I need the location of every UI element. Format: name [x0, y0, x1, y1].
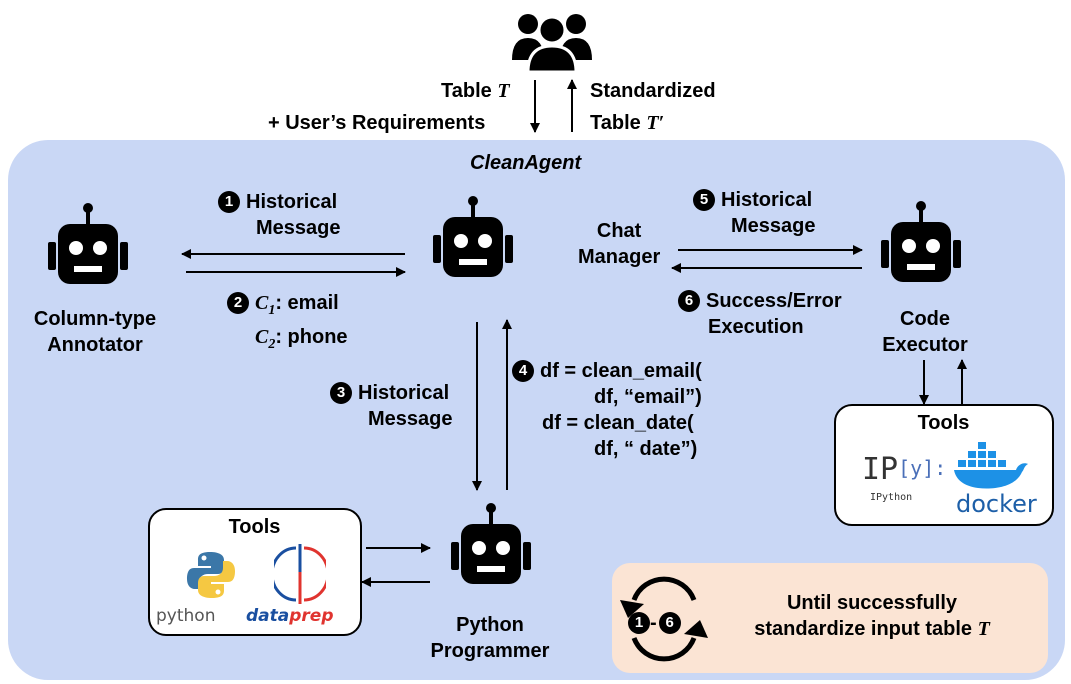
dataprep-wordmark: dataprep	[246, 606, 334, 626]
python-tools-title: Tools	[228, 516, 281, 538]
executor-robot-icon	[881, 201, 961, 282]
python-wordmark: python	[156, 606, 216, 626]
step3-badge: 3	[330, 382, 352, 404]
docker-whale-icon	[954, 442, 1028, 489]
loop-range-label: 1-6	[628, 610, 687, 636]
step6-badge: 6	[678, 290, 700, 312]
annotator-robot-icon	[48, 203, 128, 284]
loop-box	[612, 563, 1048, 673]
manager-robot-icon	[433, 196, 513, 277]
loop-start-badge: 1	[628, 612, 650, 634]
standardized-label: Standardized	[590, 80, 716, 102]
system-title: CleanAgent	[470, 152, 582, 174]
step5-badge: 5	[693, 189, 715, 211]
step2-badge: 2	[227, 292, 249, 314]
python-logo-icon	[187, 552, 235, 598]
executor-tools-box: Tools IP[y]: IPython docker	[834, 404, 1054, 526]
user-requirements-label: + User’s Requirements	[268, 112, 486, 134]
dataprep-logo-icon	[274, 544, 326, 604]
executor-tools-title: Tools	[917, 412, 970, 434]
users-icon	[512, 14, 592, 72]
programmer-robot-icon	[451, 503, 531, 584]
ipython-caption: IPython	[870, 492, 913, 503]
loop-cycle-icon	[620, 576, 708, 662]
input-table-label: Table T	[441, 80, 510, 102]
loop-description: Until successfully standardize input tab…	[754, 592, 990, 640]
step4-badge: 4	[512, 360, 534, 382]
loop-end-badge: 6	[658, 612, 681, 634]
output-table-label: Table T′	[590, 112, 665, 134]
python-tools-box: Tools python dataprep	[148, 508, 362, 636]
ipython-logo: IP[y]:	[862, 452, 947, 487]
step1-badge: 1	[218, 191, 240, 213]
docker-wordmark: docker	[956, 490, 1037, 518]
